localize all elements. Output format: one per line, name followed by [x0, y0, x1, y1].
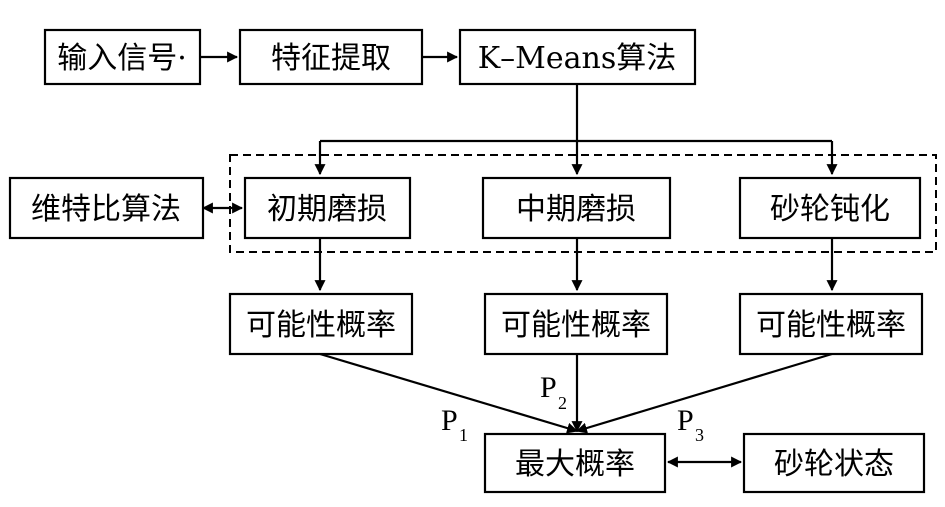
edge-label-p2: P 2 — [540, 371, 567, 413]
kmeans-label: K–Means算法 — [478, 41, 677, 76]
prob-3-label: 可能性概率 — [756, 308, 906, 343]
arrow-prob1-to-max — [319, 352, 579, 434]
node-prob-2: 可能性概率 — [483, 292, 669, 356]
wheel-dull-label: 砂轮钝化 — [770, 192, 890, 227]
p3-main: P — [677, 404, 694, 437]
node-mid-wear: 中期磨损 — [481, 176, 672, 240]
p2-main: P — [540, 371, 557, 404]
p1-main: P — [441, 404, 458, 437]
wheel-state-label: 砂轮状态 — [774, 447, 894, 482]
node-max-prob: 最大概率 — [483, 432, 667, 494]
arrow-prob3-to-max — [575, 352, 833, 434]
node-input-signal: 输入信号· — [43, 28, 202, 86]
node-viterbi: 维特比算法 — [8, 176, 205, 240]
viterbi-label: 维特比算法 — [31, 192, 181, 227]
input-signal-label: 输入信号· — [57, 41, 187, 76]
p1-sub: 1 — [459, 425, 468, 445]
node-prob-3: 可能性概率 — [738, 292, 924, 356]
edge-label-p3: P 3 — [677, 404, 704, 445]
max-prob-label: 最大概率 — [515, 447, 635, 482]
prob-2-label: 可能性概率 — [501, 308, 651, 343]
node-wheel-state: 砂轮状态 — [742, 432, 926, 494]
mid-wear-label: 中期磨损 — [516, 192, 636, 227]
p2-sub: 2 — [558, 393, 567, 413]
edge-label-p1: P 1 — [441, 404, 468, 445]
prob-1-label: 可能性概率 — [246, 308, 396, 343]
connectors — [200, 51, 838, 468]
feature-extraction-label: 特征提取 — [271, 41, 391, 76]
p3-sub: 3 — [695, 425, 704, 445]
node-wheel-dull: 砂轮钝化 — [738, 176, 922, 240]
wear-stage-group-frame — [229, 154, 937, 253]
node-feature-extraction: 特征提取 — [238, 28, 424, 86]
node-kmeans: K–Means算法 — [458, 28, 697, 86]
node-early-wear: 初期磨损 — [243, 176, 412, 240]
early-wear-label: 初期磨损 — [267, 192, 387, 227]
node-prob-1: 可能性概率 — [228, 292, 414, 356]
